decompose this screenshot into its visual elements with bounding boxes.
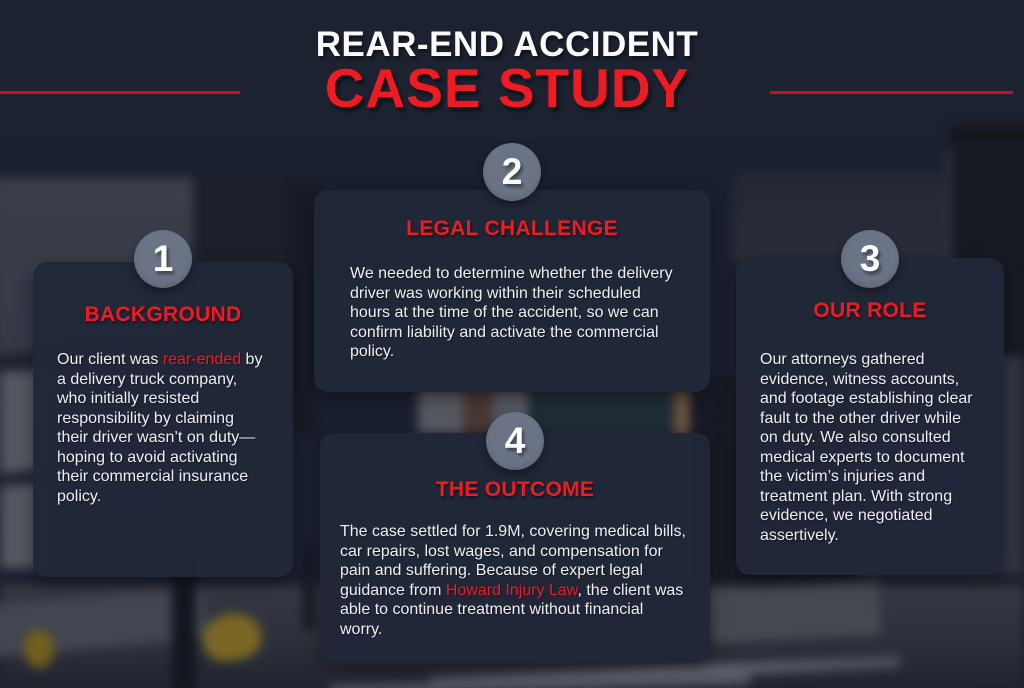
card-title: LEGAL CHALLENGE bbox=[406, 217, 618, 240]
photo-person-silhouette bbox=[528, 390, 700, 436]
step-number: 3 bbox=[859, 238, 881, 279]
step-number-badge: 1 bbox=[134, 230, 192, 288]
card-body-highlight: rear-ended bbox=[162, 351, 242, 368]
step-number: 4 bbox=[504, 420, 526, 461]
card-title: OUR ROLE bbox=[813, 299, 927, 322]
card-body-text: , the client was able to continue treatm… bbox=[340, 581, 684, 638]
step-number-badge: 2 bbox=[483, 143, 541, 201]
card-title: BACKGROUND bbox=[84, 303, 242, 326]
card-legal-challenge: 2 LEGAL CHALLENGE We needed to determine… bbox=[314, 143, 710, 392]
card-title: THE OUTCOME bbox=[435, 478, 595, 501]
header-rule-left bbox=[0, 91, 240, 94]
card-body-text: The case settled for 1.9M, covering medi… bbox=[340, 523, 686, 599]
photo-yellow-cap bbox=[24, 630, 54, 668]
card-our-role: 3 OUR ROLE Our attorneys gathered eviden… bbox=[736, 230, 1004, 575]
card-body: The case settled for 1.9M, covering medi… bbox=[340, 522, 690, 639]
photo-person-silhouette bbox=[463, 391, 493, 434]
photo-bar-post bbox=[303, 545, 315, 630]
card-body-text: by a delivery truck company, who initial… bbox=[57, 351, 263, 505]
step-number: 2 bbox=[501, 151, 523, 192]
card-body: We needed to determine whether the deliv… bbox=[350, 264, 674, 362]
step-number: 1 bbox=[152, 238, 174, 279]
card-body-text: We needed to determine whether the deliv… bbox=[350, 265, 673, 360]
card-body-text: Our attorneys gathered evidence, witness… bbox=[760, 351, 973, 544]
card-background: 1 BACKGROUND Our client was rear-ended b… bbox=[33, 230, 293, 577]
step-number-badge: 4 bbox=[486, 412, 544, 470]
page-title-line2: CASE STUDY bbox=[324, 57, 690, 119]
header: REAR-END ACCIDENT CASE STUDY bbox=[0, 0, 1024, 140]
page-title-line1: REAR-END ACCIDENT bbox=[315, 25, 699, 64]
card-body: Our client was rear-ended by a delivery … bbox=[57, 350, 269, 506]
header-rule-right bbox=[770, 91, 1013, 94]
card-body: Our attorneys gathered evidence, witness… bbox=[760, 350, 980, 545]
card-body-text: Our client was bbox=[57, 351, 163, 368]
card-the-outcome: 4 THE OUTCOME The case settled for 1.9M,… bbox=[320, 412, 710, 663]
step-number-badge: 3 bbox=[841, 230, 899, 288]
card-body-highlight: Howard Injury Law bbox=[445, 581, 578, 599]
